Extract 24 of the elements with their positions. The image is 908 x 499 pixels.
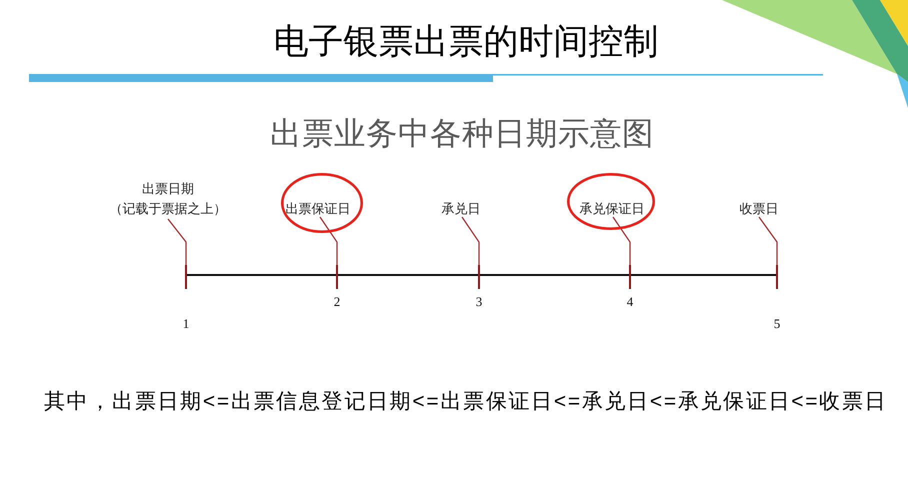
highlight-ellipse xyxy=(567,173,655,230)
tick-number: 5 xyxy=(774,316,780,332)
tick-number: 1 xyxy=(182,316,190,332)
leader-line xyxy=(320,216,338,265)
highlight-ellipse xyxy=(281,173,363,233)
diagram-subtitle: 出票业务中各种日期示意图 xyxy=(270,114,654,152)
tick-number: 4 xyxy=(626,294,634,310)
leader-line xyxy=(168,218,187,265)
tick-mark xyxy=(629,265,631,289)
tick-mark xyxy=(336,265,338,289)
date-label: 出票日期 xyxy=(142,180,194,198)
date-label: 收票日 xyxy=(740,201,778,217)
leader-line xyxy=(758,216,778,265)
tick-mark xyxy=(185,265,187,289)
note-text: 其中，出票日期<=出票信息登记日期<=出票保证日<=承兑日<=承兑保证日<=收票日 xyxy=(44,389,888,415)
leader-line xyxy=(612,216,631,265)
date-note: （记载于票据之上） xyxy=(110,200,226,218)
tick-mark xyxy=(776,265,778,289)
tick-number: 3 xyxy=(476,294,482,310)
tick-number: 2 xyxy=(334,294,340,310)
tick-mark xyxy=(478,265,480,289)
leader-line xyxy=(462,216,480,265)
date-label: 承兑日 xyxy=(442,201,480,217)
slide-title: 电子银票出票的时间控制 xyxy=(274,21,658,63)
